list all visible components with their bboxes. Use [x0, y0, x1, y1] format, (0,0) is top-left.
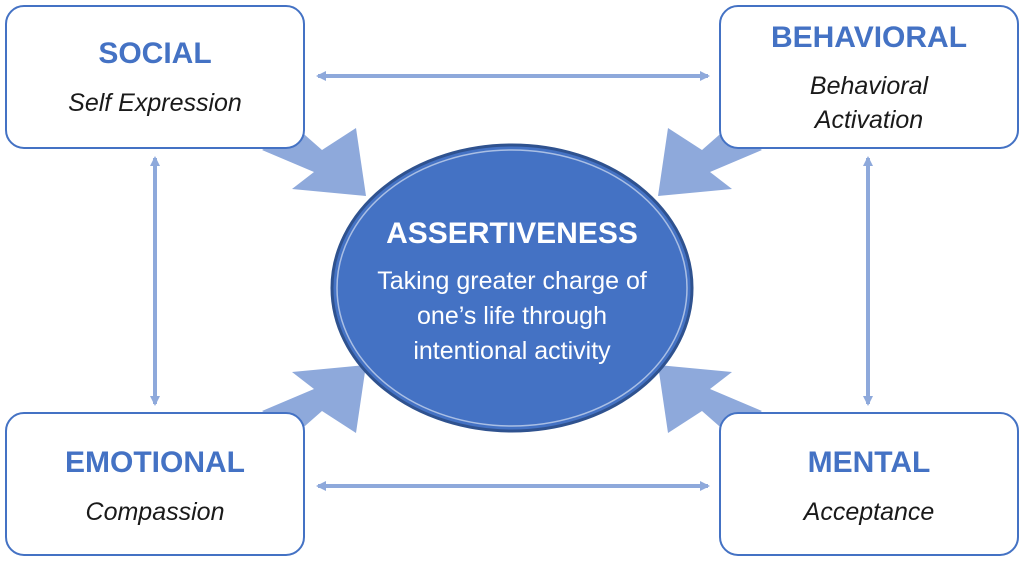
mental-title: MENTAL	[808, 446, 931, 479]
box-emotional	[5, 412, 305, 556]
center-line-2: one’s life through	[417, 302, 607, 330]
social-title: SOCIAL	[98, 37, 211, 70]
behavioral-subtitle-line-2: Activation	[813, 106, 923, 134]
behavioral-title: BEHAVIORAL	[771, 21, 967, 54]
mental-subtitle: Acceptance	[802, 498, 935, 526]
behavioral-subtitle-line-1: Behavioral	[810, 72, 930, 100]
box-behavioral	[719, 5, 1019, 149]
social-subtitle: Self Expression	[68, 89, 242, 117]
center-ellipse-inner-ring	[336, 149, 688, 427]
center-title: ASSERTIVENESS	[386, 217, 638, 250]
box-mental	[719, 412, 1019, 556]
emotional-subtitle: Compassion	[86, 498, 225, 526]
center-line-3: intentional activity	[413, 337, 611, 365]
center-line-1: Taking greater charge of	[377, 267, 647, 295]
box-social	[5, 5, 305, 149]
center-ellipse	[330, 143, 694, 433]
emotional-title: EMOTIONAL	[65, 446, 245, 479]
